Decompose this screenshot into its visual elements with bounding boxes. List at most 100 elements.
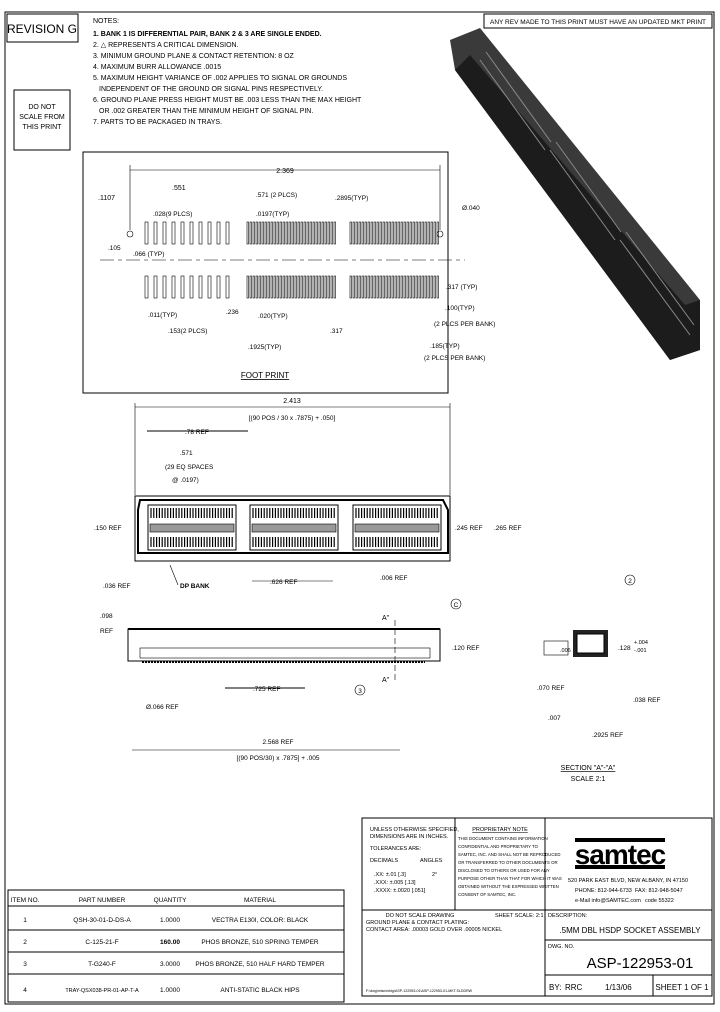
footprint-pad — [276, 221, 279, 245]
drawing-date: 1/13/06 — [605, 983, 632, 992]
footprint-pad — [430, 275, 433, 299]
tolerance-value: .XX: ±.01 [.3] — [374, 872, 406, 878]
footprint-pad — [144, 221, 149, 245]
footprint-pad — [246, 275, 249, 299]
note-line: 1. BANK 1 IS DIFFERENTIAL PAIR, BANK 2 &… — [93, 31, 322, 38]
dim-label: .1925(TYP) — [248, 344, 281, 351]
bom-cell: C-125-21-F — [85, 939, 118, 946]
do-not-scale-drawing: DO NOT SCALE DRAWING — [386, 913, 455, 919]
footprint-pad — [249, 275, 252, 299]
dim-label: 2.369 — [276, 168, 294, 175]
bom-cell: 1.0000 — [160, 987, 180, 994]
footprint-pad — [306, 275, 309, 299]
bom-header: MATERIAL — [244, 897, 276, 904]
footprint-pad — [261, 221, 264, 245]
dim-label: .78 REF — [185, 429, 209, 436]
revision-box — [6, 13, 79, 43]
bom-cell: 2 — [23, 939, 27, 946]
footprint-pad — [391, 221, 394, 245]
tolerance-note: DIMENSIONS ARE IN INCHES. — [370, 834, 449, 840]
note-line: 6. GROUND PLANE PRESS HEIGHT MUST BE .00… — [93, 97, 362, 104]
company-fax: FAX: 812-948-5047 — [635, 888, 683, 894]
footprint-pad — [361, 221, 364, 245]
footprint-pad — [264, 275, 267, 299]
proprietary-title: PROPRIETARY NOTE — [472, 827, 528, 833]
dim-label: .028(9 PLCS) — [153, 211, 192, 218]
dp-bank-label: DP BANK — [180, 583, 210, 590]
company-code: code 55322 — [645, 898, 674, 904]
balloon-3 — [354, 684, 366, 696]
dim-label: Ø.040 — [462, 205, 480, 212]
footprint-pad — [327, 275, 330, 299]
section-scale: SCALE 2:1 — [571, 776, 606, 783]
footprint-pad — [258, 275, 261, 299]
do-not-scale-line: DO NOT — [28, 104, 56, 111]
dim-label: .153(2 PLCS) — [168, 328, 207, 335]
contact-bank — [147, 504, 237, 551]
dim-label: .036 REF — [103, 583, 130, 590]
dim-label: [(90 POS/30) x .7875] + .005 — [237, 755, 320, 762]
footprint-pad — [252, 275, 255, 299]
bom-row: 3 T-G240-F 3.0000 PHOS BRONZE, 510 HALF … — [23, 961, 325, 968]
footprint-pad — [364, 221, 367, 245]
dim-label: .150 REF — [94, 525, 121, 532]
proprietary-line: SAMTEC, INC. AND SHALL NOT BE REPRODUCED — [458, 852, 560, 857]
bom-row: 1 QSH-30-01-D-DS-A 1.0000 VECTRA E130I, … — [23, 917, 309, 924]
footprint-pad — [327, 221, 330, 245]
balloon-2 — [624, 574, 636, 586]
samtec-logo: samtec — [575, 839, 666, 870]
bom-cell: T-G240-F — [88, 961, 116, 968]
bom-cell: QSH-30-01-D-DS-A — [73, 917, 131, 924]
bom-cell: PHOS BRONZE, 510 SPRING TEMPER — [201, 939, 319, 946]
dim-label: .100(TYP) — [445, 305, 475, 312]
footprint-pad — [207, 221, 212, 245]
bom-row: 2 C-125-21-F 160.00 PHOS BRONZE, 510 SPR… — [23, 939, 319, 946]
proprietary-line: PURPOSE OTHER THAN THAT FOR WHICH IT WAS — [458, 876, 562, 881]
flatness-callout — [543, 640, 569, 656]
title-block: UNLESS OTHERWISE SPECIFIED, DIMENSIONS A… — [361, 817, 713, 997]
dim-label: (2 PLCS PER BANK) — [434, 321, 495, 328]
footprint-pad — [406, 221, 409, 245]
footprint-pad — [276, 275, 279, 299]
dim-label: .011(TYP) — [148, 312, 177, 319]
note-line: OR .002 GREATER THAN THE MINIMUM HEIGHT … — [99, 108, 313, 115]
footprint-pad — [297, 275, 300, 299]
balloon-label: 3 — [358, 688, 362, 695]
footprint-pad — [412, 275, 415, 299]
dim-label: .098 — [100, 613, 113, 620]
dim-label: .105 — [108, 245, 121, 252]
notes: NOTES: 1. BANK 1 IS DIFFERENTIAL PAIR, B… — [93, 18, 362, 126]
footprint-pad — [270, 275, 273, 299]
file-path: F:\dwg\misc\mktg\ASP-122953-01\ASP-12295… — [366, 989, 473, 993]
dim-label: .2895(TYP) — [335, 195, 368, 202]
tolerance-note: TOLERANCES ARE: — [370, 846, 422, 852]
bom-cell: 160.00 — [160, 939, 180, 946]
footprint-pad — [264, 221, 267, 245]
footprint-pad — [285, 221, 288, 245]
footprint-pad — [306, 221, 309, 245]
housing-side — [127, 628, 441, 662]
dim-label: +.004 — [634, 640, 648, 646]
footprint-pad — [246, 221, 249, 245]
footprint-pad — [189, 275, 194, 299]
dim-label: 2.568 REF — [262, 739, 293, 746]
footprint-pad — [382, 275, 385, 299]
footprint-pad — [391, 275, 394, 299]
by-label: BY: — [549, 983, 561, 992]
footprint-pad — [394, 221, 397, 245]
footprint-pad — [330, 221, 333, 245]
dim-label: .245 REF — [455, 525, 482, 532]
contact-banks — [147, 504, 442, 551]
dim-label: .265 REF — [494, 525, 521, 532]
footprint-pad — [171, 275, 176, 299]
drawing-number: ASP-122953-01 — [587, 955, 694, 972]
angles-label: ANGLES — [420, 858, 443, 864]
footprint-pad — [333, 221, 336, 245]
plating-note: CONTACT AREA: .00003 GOLD OVER .00005 NI… — [366, 927, 502, 933]
footprint-pad — [376, 275, 379, 299]
proprietary-line: OBTAINED WITHOUT THE EXPRESSED WRITTEN — [458, 884, 559, 889]
footprint-pad — [385, 275, 388, 299]
footprint-pad — [397, 221, 400, 245]
tolerance-value: .XXXX: ±.0020 [.051] — [374, 888, 426, 894]
